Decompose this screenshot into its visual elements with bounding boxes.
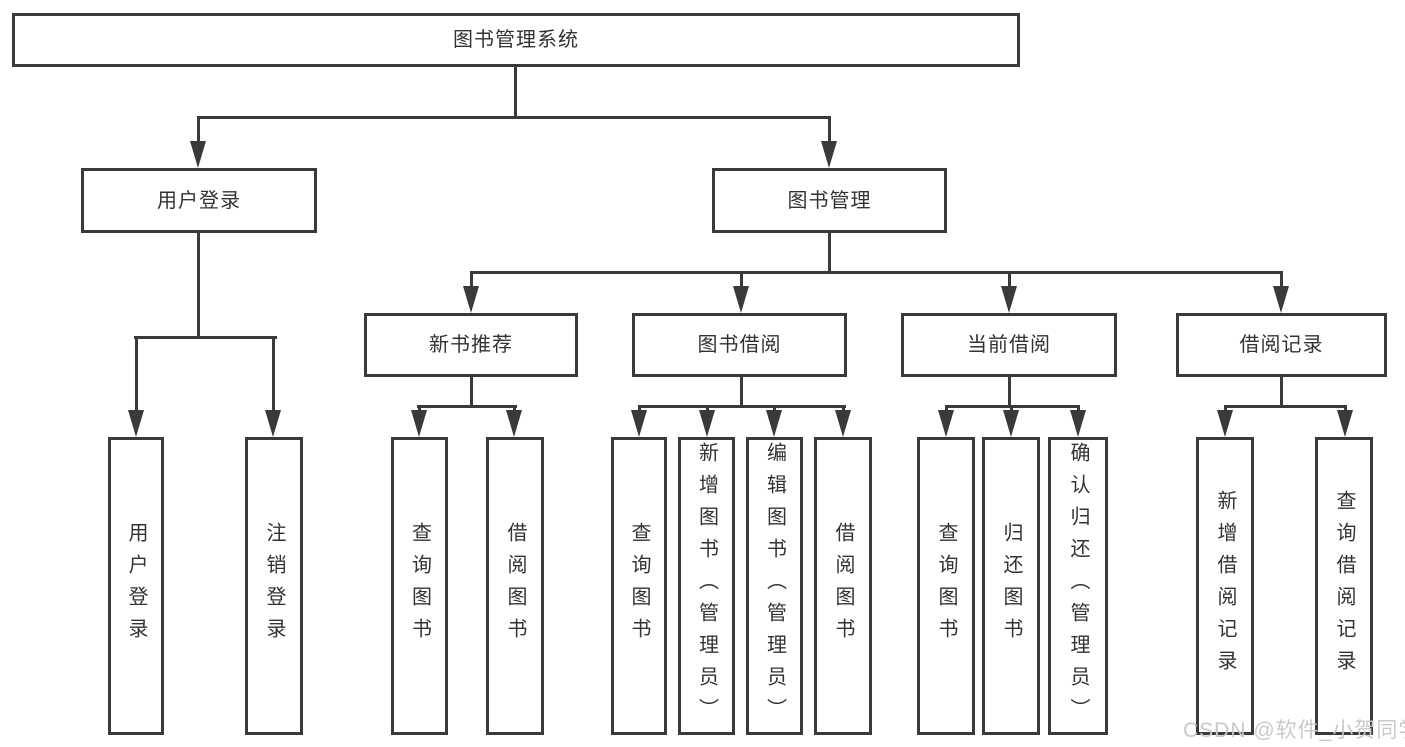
leaf-newbook-query-book-label: 查询图书 <box>408 522 431 650</box>
leaf-add-borrow-record-label: 新增借阅记录 <box>1214 490 1236 682</box>
node-book-mgmt: 图书管理 <box>712 168 947 233</box>
leaf-current-query-book: 查询图书 <box>917 437 975 735</box>
node-book-mgmt-label: 图书管理 <box>787 189 872 212</box>
leaf-add-book-admin-label: 新增图书（管理员） <box>695 442 718 730</box>
watermark: CSDN @软件_小贺同学 <box>1183 719 1405 742</box>
leaf-borrow-book: 借阅图书 <box>814 437 872 735</box>
arrowhead-down-icon <box>1273 286 1289 313</box>
connector-rail <box>638 405 846 408</box>
leaf-add-book-admin: 新增图书（管理员） <box>678 437 735 735</box>
connector-stem <box>470 271 473 291</box>
leaf-user-login: 用户登录 <box>108 437 164 735</box>
connector-stem <box>740 271 743 291</box>
node-root-label: 图书管理系统 <box>453 29 579 51</box>
leaf-return-book-label: 归还图书 <box>1000 522 1022 650</box>
connector-login-drop <box>197 233 200 338</box>
leaf-logout: 注销登录 <box>245 437 303 735</box>
node-borrow-records-label: 借阅记录 <box>1239 334 1324 356</box>
node-root: 图书管理系统 <box>12 13 1020 67</box>
leaf-borrow-query-book: 查询图书 <box>611 437 667 735</box>
arrowhead-down-icon <box>631 410 647 437</box>
leaf-newbook-borrow-book: 借阅图书 <box>486 437 544 735</box>
connector-stem <box>135 336 138 414</box>
connector-mgmt-rail <box>470 271 1283 274</box>
arrowhead-down-icon <box>699 410 715 437</box>
arrowhead-down-icon <box>1001 286 1017 313</box>
leaf-edit-book-admin: 编辑图书（管理员） <box>746 437 803 735</box>
arrowhead-down-icon <box>1070 410 1086 437</box>
connector-trunk <box>514 64 517 119</box>
connector-stem <box>197 116 200 145</box>
node-book-borrow: 图书借阅 <box>632 313 847 377</box>
arrowhead-down-icon <box>190 141 206 168</box>
connector-drop <box>1280 375 1283 408</box>
node-borrow-records: 借阅记录 <box>1176 313 1387 377</box>
leaf-add-borrow-record: 新增借阅记录 <box>1196 437 1254 735</box>
leaf-edit-book-admin-label: 编辑图书（管理员） <box>763 442 786 730</box>
node-current-borrow-label: 当前借阅 <box>967 334 1051 356</box>
leaf-query-borrow-record: 查询借阅记录 <box>1315 437 1373 735</box>
arrowhead-down-icon <box>1003 410 1019 437</box>
connector-stem <box>272 336 275 414</box>
arrowhead-down-icon <box>265 410 281 437</box>
arrowhead-down-icon <box>411 410 427 437</box>
arrowhead-down-icon <box>835 410 851 437</box>
leaf-newbook-borrow-book-label: 借阅图书 <box>504 522 526 650</box>
leaf-newbook-query-book: 查询图书 <box>391 437 448 735</box>
connector-rail <box>1224 405 1346 408</box>
connector-mgmt-drop <box>828 233 831 274</box>
arrowhead-down-icon <box>821 141 837 168</box>
leaf-confirm-return-admin-label: 确认归还（管理员） <box>1067 442 1089 730</box>
connector-drop <box>1008 375 1011 408</box>
node-new-book-recommend-label: 新书推荐 <box>429 334 513 356</box>
connector-rail <box>417 405 517 408</box>
node-current-borrow: 当前借阅 <box>901 313 1117 377</box>
arrowhead-down-icon <box>766 410 782 437</box>
connector-stem <box>1280 271 1283 291</box>
leaf-borrow-query-book-label: 查询图书 <box>628 522 650 650</box>
node-new-book-recommend: 新书推荐 <box>364 313 578 377</box>
arrowhead-down-icon <box>128 410 144 437</box>
leaf-borrow-book-label: 借阅图书 <box>832 522 854 650</box>
leaf-query-borrow-record-label: 查询借阅记录 <box>1333 490 1355 682</box>
connector-level1-rail <box>197 116 831 119</box>
node-user-login: 用户登录 <box>81 168 317 233</box>
leaf-current-query-book-label: 查询图书 <box>935 522 957 650</box>
node-book-borrow-label: 图书借阅 <box>697 334 782 356</box>
arrowhead-down-icon <box>1337 410 1353 437</box>
connector-drop <box>740 375 743 408</box>
arrowhead-down-icon <box>733 286 749 313</box>
arrowhead-down-icon <box>1217 410 1233 437</box>
leaf-confirm-return-admin: 确认归还（管理员） <box>1048 437 1108 735</box>
arrowhead-down-icon <box>938 410 954 437</box>
node-user-login-label: 用户登录 <box>157 189 241 212</box>
leaf-user-login-label: 用户登录 <box>125 522 147 650</box>
connector-drop <box>470 375 473 408</box>
arrowhead-down-icon <box>463 286 479 313</box>
arrowhead-down-icon <box>506 410 522 437</box>
connector-stem <box>828 116 831 145</box>
connector-login-rail <box>134 336 277 339</box>
connector-stem <box>1008 271 1011 291</box>
leaf-logout-label: 注销登录 <box>263 522 285 650</box>
leaf-return-book: 归还图书 <box>982 437 1040 735</box>
